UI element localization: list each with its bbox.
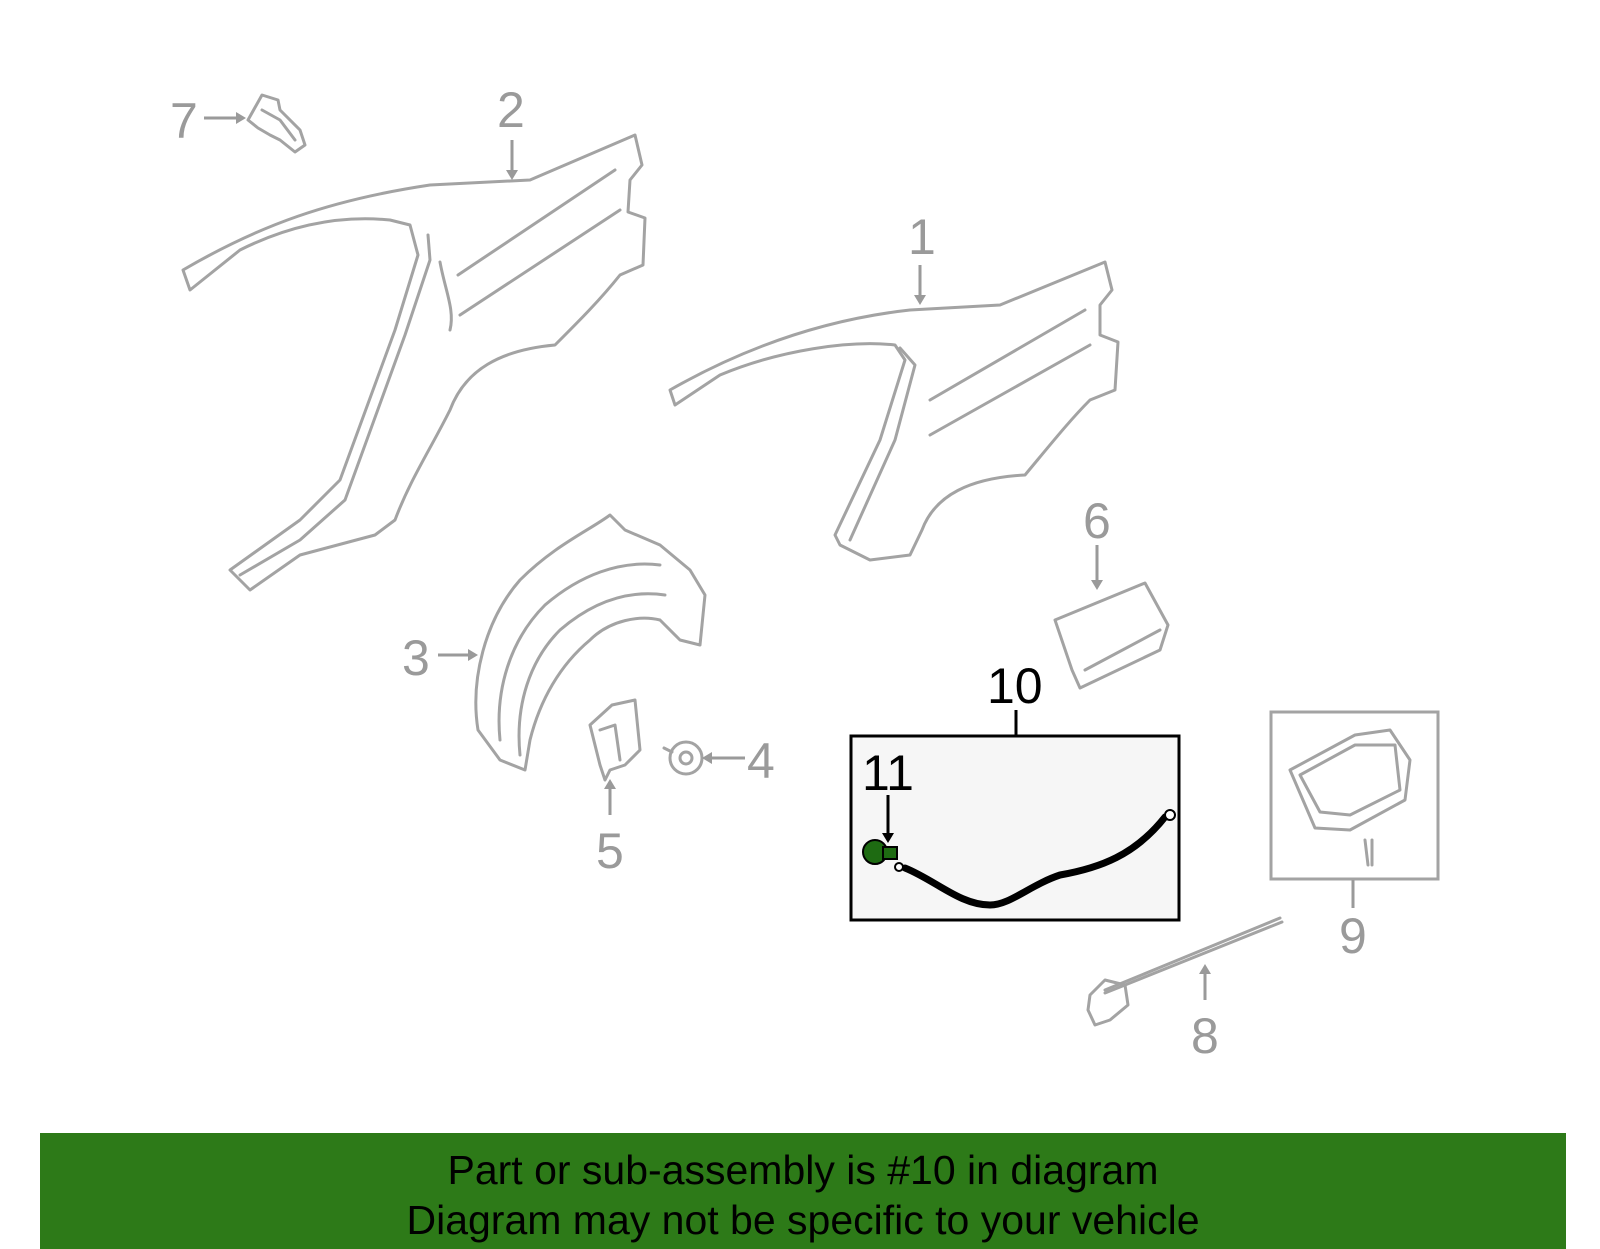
callout-1: 1 [908,209,936,265]
part-8-actuator [1086,916,1284,1027]
part-6-fuel-door [1053,581,1170,690]
callout-9: 9 [1339,908,1367,964]
callout-2: 2 [497,82,525,138]
banner-line-2: Diagram may not be specific to your vehi… [406,1197,1200,1243]
callout-4: 4 [747,733,775,789]
info-banner: Part or sub-assembly is #10 in diagram D… [40,1133,1566,1249]
part-9-box [1269,710,1440,881]
part-5-bracket [588,698,642,782]
part-10-highlight-box [849,734,1181,922]
callout-5: 5 [596,823,624,879]
callout-7: 7 [170,93,198,149]
part-4-nut [662,740,704,776]
part-2-quarter-panel-left [181,133,647,592]
part-7-clip [246,93,307,154]
callout-10: 10 [987,658,1043,714]
part-3-wheelhouse-liner [474,513,707,772]
callout-11: 11 [862,745,914,801]
callout-6: 6 [1083,493,1111,549]
part-11-grommet [862,839,898,865]
callout-8: 8 [1191,1008,1219,1064]
callout-3: 3 [402,630,430,686]
banner-line-1: Part or sub-assembly is #10 in diagram [447,1147,1159,1193]
part-1-quarter-panel-right [668,260,1120,562]
leader-lines [204,112,1355,1000]
